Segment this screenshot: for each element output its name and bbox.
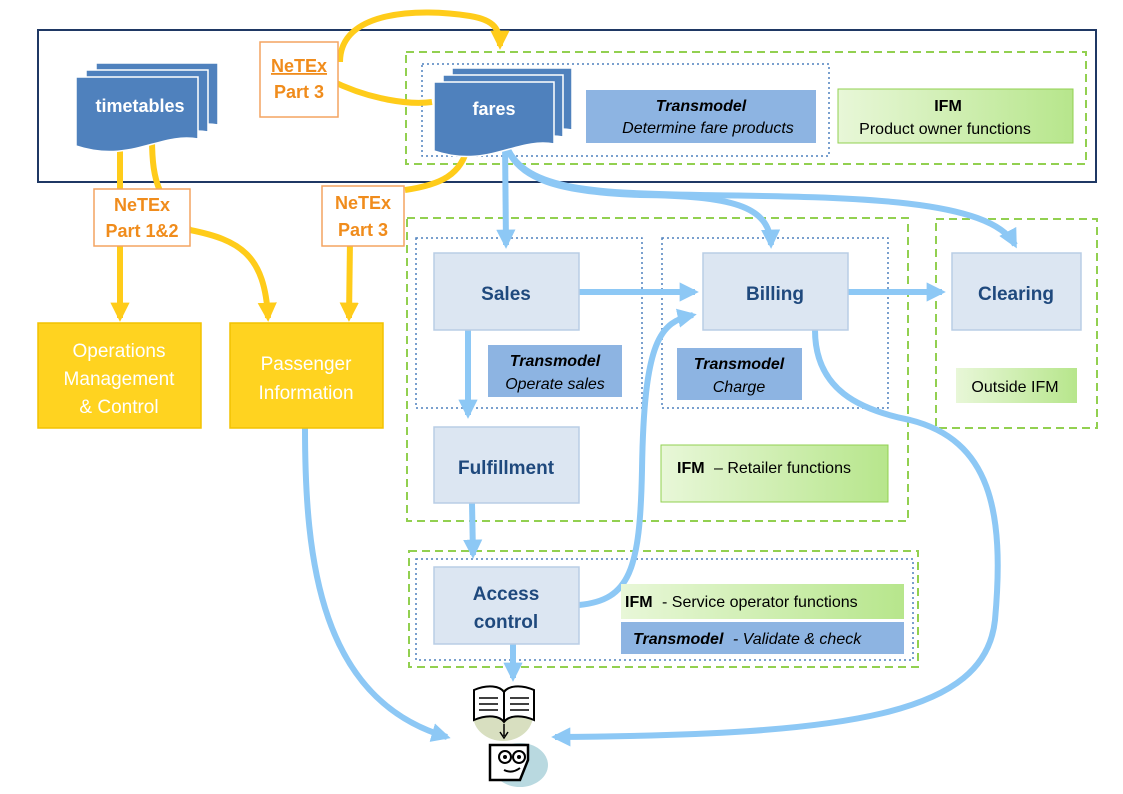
retailer-group: [406, 217, 909, 522]
fares-document[interactable]: fares: [433, 67, 573, 158]
service-operator-group: [408, 550, 919, 668]
access-control-box[interactable]: Access control: [433, 566, 580, 645]
ifm-service-operator-text: - Service operator functions: [662, 594, 858, 611]
sales-label: Sales: [481, 284, 531, 305]
netex-mid-name: NeTEx: [335, 193, 391, 213]
ifm-service-operator-label: IFM - Service operator functions: [621, 584, 904, 619]
sales-dotted-group: [415, 237, 643, 409]
netex-top-part: Part 3: [274, 82, 324, 102]
access-control-label-line1: Access: [473, 584, 540, 605]
sales-box[interactable]: Sales: [433, 252, 580, 331]
netex-mid-label: NeTEx Part 3: [321, 185, 405, 247]
transmodel-access-sub: - Validate & check: [733, 631, 862, 648]
operations-label-line1: Operations: [73, 341, 166, 362]
transmodel-access-label: Transmodel - Validate & check: [621, 622, 904, 654]
billing-dotted-group: [661, 237, 889, 409]
billing-box[interactable]: Billing: [702, 252, 849, 331]
transmodel-billing-sub: Charge: [713, 379, 766, 396]
access-dotted-group: [415, 558, 914, 661]
ifm-product-owner-label: IFM Product owner functions: [837, 88, 1074, 144]
fares-dotted-group: [421, 63, 830, 157]
product-owner-group: [405, 51, 1087, 165]
ifm-product-owner-text: Product owner functions: [859, 121, 1031, 138]
netex-top-name: NeTEx: [271, 56, 327, 76]
top-frame: [37, 29, 1097, 183]
operations-label-line3: & Control: [79, 397, 158, 418]
flow-arrows: [302, 141, 1018, 747]
transmodel-sales-title: Transmodel: [510, 353, 601, 370]
ifm-retailer-bold: IFM: [677, 460, 705, 477]
netex-top-label: NeTEx Part 3: [259, 41, 339, 118]
timetables-label: timetables: [95, 96, 184, 116]
ifm-retailer-label: IFM – Retailer functions: [660, 444, 889, 503]
ifm-service-operator-bold: IFM: [625, 594, 653, 611]
transmodel-fares-sub: Determine fare products: [622, 120, 794, 137]
transmodel-billing-title: Transmodel: [694, 356, 785, 373]
fulfillment-box[interactable]: Fulfillment: [433, 426, 580, 504]
passenger-info-label-line1: Passenger: [261, 354, 353, 375]
ifm-product-owner-bold: IFM: [934, 98, 962, 115]
ifm-retailer-text: – Retailer functions: [714, 460, 851, 477]
operations-label-line2: Management: [64, 369, 176, 390]
passenger-info-box[interactable]: Passenger Information: [229, 322, 384, 429]
outside-ifm-group: [935, 218, 1098, 429]
clearing-label: Clearing: [978, 284, 1054, 305]
transmodel-sales-label: Transmodel Operate sales: [488, 345, 622, 397]
passenger-info-label-line2: Information: [258, 383, 353, 404]
ifm-outside-text: Outside IFM: [971, 379, 1058, 396]
transmodel-fares-title: Transmodel: [656, 98, 747, 115]
transmodel-access-title: Transmodel: [633, 631, 724, 648]
access-control-label-line2: control: [474, 612, 538, 633]
clearing-box[interactable]: Clearing: [951, 252, 1082, 331]
transmodel-billing-label: Transmodel Charge: [677, 348, 802, 400]
fulfillment-label: Fulfillment: [458, 458, 555, 479]
passenger-reading-icon: [473, 685, 548, 787]
operations-box[interactable]: Operations Management & Control: [37, 322, 202, 429]
netex-mid-part: Part 3: [338, 220, 388, 240]
transmodel-sales-sub: Operate sales: [505, 376, 605, 393]
ifm-retailer-text-line: IFM – Retailer functions: [677, 460, 851, 477]
ifm-service-operator-text-line: IFM - Service operator functions: [625, 594, 858, 611]
transmodel-access-text-line: Transmodel - Validate & check: [633, 631, 862, 648]
timetables-document[interactable]: timetables: [75, 62, 219, 153]
netex-left-label: NeTEx Part 1&2: [93, 188, 191, 247]
netex-left-part: Part 1&2: [105, 221, 178, 241]
billing-label: Billing: [746, 284, 804, 305]
transmodel-fares-label: Transmodel Determine fare products: [586, 90, 816, 143]
ifm-outside-label: Outside IFM: [956, 368, 1077, 403]
fares-label: fares: [472, 99, 515, 119]
netex-left-name: NeTEx: [114, 195, 170, 215]
